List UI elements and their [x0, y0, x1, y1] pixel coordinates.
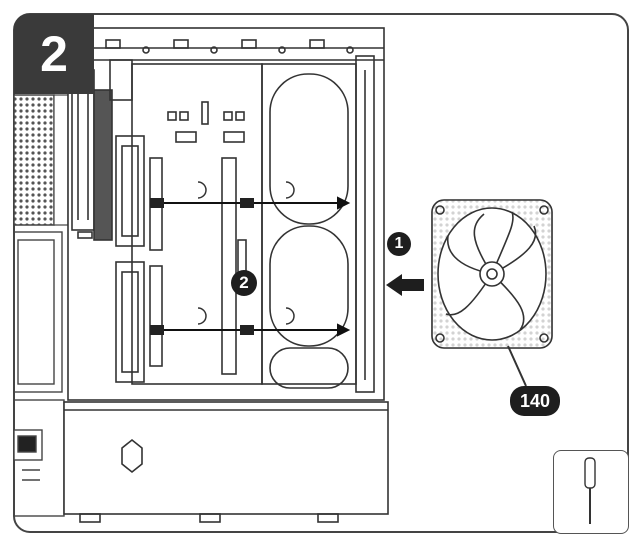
- arrow-screw-heads: [150, 198, 254, 335]
- psu-area: [13, 231, 65, 517]
- fan-icon: [431, 199, 553, 387]
- step-number-badge: 2: [14, 14, 94, 94]
- insert-arrow: [386, 274, 424, 296]
- mesh-panel-strip: [53, 94, 69, 226]
- screw-rotation-marks: [197, 181, 295, 325]
- callout-2: 2: [231, 270, 257, 296]
- mesh-panel: [13, 94, 55, 226]
- fan-size-label: 140: [510, 386, 560, 416]
- pc-case: [63, 27, 389, 523]
- screwdriver-icon: [584, 457, 596, 524]
- callout-1: 1: [387, 232, 411, 256]
